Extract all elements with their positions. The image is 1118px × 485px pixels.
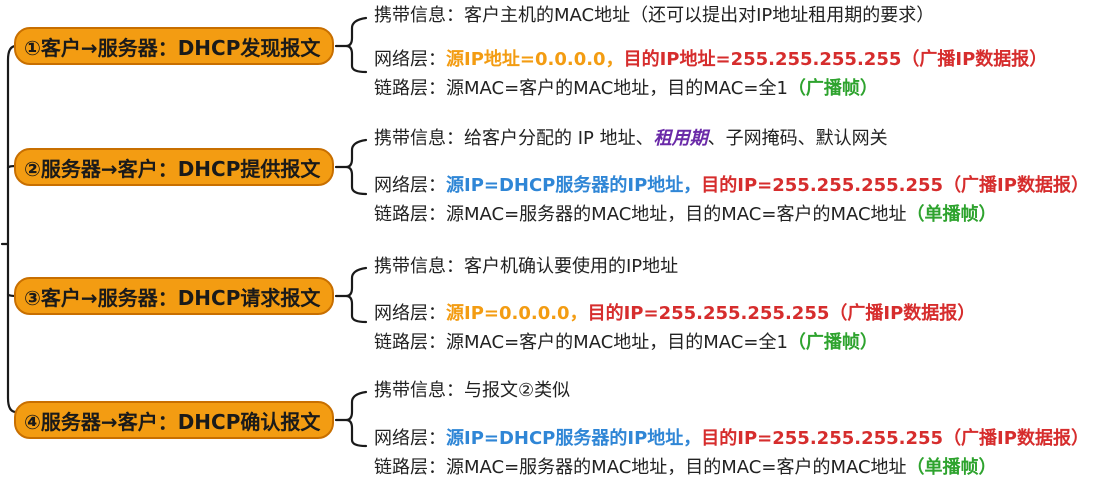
link-text: 源MAC=客户的MAC地址，目的MAC=全1 [446, 332, 788, 353]
offer-link-layer: 链路层：源MAC=服务器的MAC地址，目的MAC=客户的MAC地址（单播帧） [374, 203, 997, 227]
dest-ip: 目的IP=255.255.255.255 [587, 303, 830, 324]
frame-type-note: （单播帧） [906, 457, 997, 478]
carry-text: 客户主机的MAC地址（还可以提出对IP地址租用期的要求） [464, 5, 935, 26]
discover-link-layer: 链路层：源MAC=客户的MAC地址，目的MAC=全1（广播帧） [374, 77, 878, 101]
source-ip: 源IP=0.0.0.0， [446, 303, 588, 324]
link-text: 源MAC=服务器的MAC地址，目的MAC=客户的MAC地址 [446, 204, 907, 225]
bracket-2 [334, 138, 368, 196]
source-ip: 源IP=DHCP服务器的IP地址， [446, 175, 702, 196]
offer-carry-info: 携带信息：给客户分配的 IP 地址、租用期、子网掩码、默认网关 [374, 127, 888, 151]
carry-prefix: 携带信息： [374, 5, 464, 26]
lease-period-highlight: 租用期 [653, 128, 708, 149]
carry-prefix: 携带信息： [374, 256, 464, 277]
link-text: 源MAC=服务器的MAC地址，目的MAC=客户的MAC地址 [446, 457, 907, 478]
frame-type-note: （广播帧） [787, 78, 878, 99]
link-text: 源MAC=客户的MAC地址，目的MAC=全1 [446, 78, 788, 99]
broadcast-ip-note: （广播IP数据报） [943, 175, 1089, 196]
frame-type-note: （广播帧） [787, 332, 878, 353]
request-link-layer: 链路层：源MAC=客户的MAC地址，目的MAC=全1（广播帧） [374, 331, 878, 355]
source-ip: 源IP地址=0.0.0.0， [446, 49, 624, 70]
carry-prefix: 携带信息： [374, 128, 464, 149]
carry-prefix: 携带信息： [374, 380, 464, 401]
trunk-spine [6, 44, 18, 414]
link-prefix: 链路层： [374, 78, 446, 99]
link-prefix: 链路层： [374, 332, 446, 353]
ack-link-layer: 链路层：源MAC=服务器的MAC地址，目的MAC=客户的MAC地址（单播帧） [374, 456, 997, 480]
request-carry-info: 携带信息：客户机确认要使用的IP地址 [374, 255, 678, 279]
frame-type-note: （单播帧） [906, 204, 997, 225]
link-prefix: 链路层： [374, 204, 446, 225]
bracket-4 [334, 390, 368, 448]
carry-text-after: 、子网掩码、默认网关 [707, 128, 888, 149]
source-ip: 源IP=DHCP服务器的IP地址， [446, 428, 702, 449]
dhcp-request-node: ③客户→服务器：DHCP请求报文 [14, 277, 335, 315]
link-prefix: 链路层： [374, 457, 446, 478]
discover-carry-info: 携带信息：客户主机的MAC地址（还可以提出对IP地址租用期的要求） [374, 4, 934, 28]
carry-text-before: 给客户分配的 IP 地址、 [464, 128, 654, 149]
dhcp-discover-node: ①客户→服务器：DHCP发现报文 [14, 27, 335, 65]
dest-ip: 目的IP=255.255.255.255 [701, 175, 944, 196]
network-prefix: 网络层： [374, 303, 446, 324]
bracket-3 [334, 266, 368, 324]
dhcp-offer-node: ②服务器→客户：DHCP提供报文 [14, 148, 335, 186]
dhcp-ack-node: ④服务器→客户：DHCP确认报文 [14, 401, 335, 439]
offer-network-layer: 网络层：源IP=DHCP服务器的IP地址，目的IP=255.255.255.25… [374, 174, 1089, 198]
dest-ip: 目的IP=255.255.255.255 [701, 428, 944, 449]
broadcast-ip-note: （广播IP数据报） [829, 303, 976, 324]
request-network-layer: 网络层：源IP=0.0.0.0，目的IP=255.255.255.255（广播I… [374, 302, 975, 326]
discover-network-layer: 网络层：源IP地址=0.0.0.0，目的IP地址=255.255.255.255… [374, 48, 1047, 72]
broadcast-ip-note: （广播IP数据报） [943, 428, 1089, 449]
carry-text: 客户机确认要使用的IP地址 [464, 256, 679, 277]
network-prefix: 网络层： [374, 175, 446, 196]
dest-ip: 目的IP地址=255.255.255.255 [623, 49, 902, 70]
ack-network-layer: 网络层：源IP=DHCP服务器的IP地址，目的IP=255.255.255.25… [374, 427, 1089, 451]
ack-carry-info: 携带信息：与报文②类似 [374, 379, 570, 403]
broadcast-ip-note: （广播IP数据报） [901, 49, 1048, 70]
bracket-1 [334, 16, 368, 74]
carry-text: 与报文②类似 [464, 380, 571, 401]
network-prefix: 网络层： [374, 428, 446, 449]
network-prefix: 网络层： [374, 49, 446, 70]
